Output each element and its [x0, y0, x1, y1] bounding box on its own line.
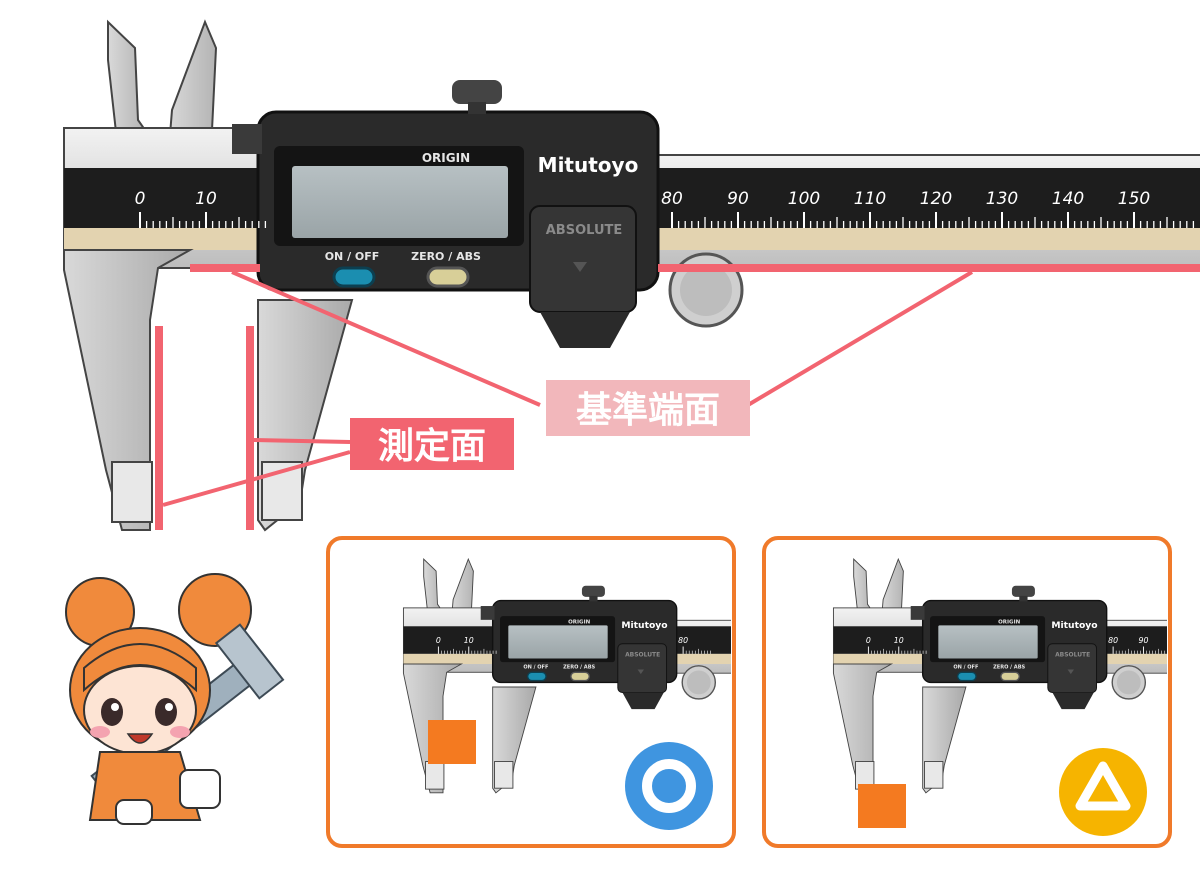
scale-number-label: 150 [1118, 189, 1150, 209]
reference-surface-label: 基準端面 [576, 390, 720, 431]
measured-block-correct [428, 720, 476, 764]
circle-mark [625, 742, 713, 830]
scale-number-label: 0 [135, 189, 146, 209]
panel2-brand-logo: Mitutoyo [1051, 620, 1097, 631]
scale-number-label: 10 [195, 189, 217, 209]
panel2-scale-number-label: 90 [1139, 636, 1149, 645]
absolute-label: ABSOLUTE [546, 223, 623, 238]
panel1-absolute-label: ABSOLUTE [625, 652, 660, 659]
origin-label: ORIGIN [422, 151, 470, 165]
panel1-zero-abs-label: ZERO / ABS [563, 665, 595, 671]
scale-number-label: 120 [920, 189, 952, 209]
panel1-scale-number-label: 0 [436, 636, 441, 645]
onoff-label: ON / OFF [325, 250, 380, 263]
scale-number-label: 90 [727, 189, 749, 209]
reference-surface-callout: 基準端面 [546, 380, 750, 436]
panel1-onoff-label: ON / OFF [523, 665, 549, 671]
main-caliper [64, 22, 1200, 530]
scale-number-label: 140 [1052, 189, 1084, 209]
mascot-girl-illustration [66, 574, 283, 824]
measuring-surface-callout: 測定面 [350, 418, 514, 470]
measuring-surface-label: 測定面 [378, 426, 486, 467]
scale-number-label: 100 [788, 189, 820, 209]
panel1-scale-number-label: 10 [464, 636, 474, 645]
scale-number-label: 110 [854, 189, 886, 209]
panel2-scale-number-label: 0 [866, 636, 871, 645]
scale-number-label: 80 [661, 189, 683, 209]
scale-number-label: 130 [986, 189, 1018, 209]
triangle-mark [1059, 748, 1147, 836]
panel2-origin-label: ORIGIN [998, 620, 1021, 626]
panel2-absolute-label: ABSOLUTE [1055, 652, 1090, 659]
panel2-scale-number-label: 10 [894, 636, 904, 645]
panel2-zero-abs-label: ZERO / ABS [993, 665, 1025, 671]
panel1-scale-number-label: 80 [678, 636, 688, 645]
panel2-onoff-label: ON / OFF [953, 665, 979, 671]
zero-abs-label: ZERO / ABS [411, 250, 481, 263]
panel2-scale-number-label: 80 [1108, 636, 1118, 645]
panel1-brand-logo: Mitutoyo [621, 620, 667, 631]
example-panel-fair: ORIGIN Mitutoyo ON / OFF ZERO / ABS ABSO… [764, 538, 1200, 846]
brand-logo: Mitutoyo [538, 153, 639, 177]
measured-block-tip [858, 784, 906, 828]
panel1-origin-label: ORIGIN [568, 620, 591, 626]
